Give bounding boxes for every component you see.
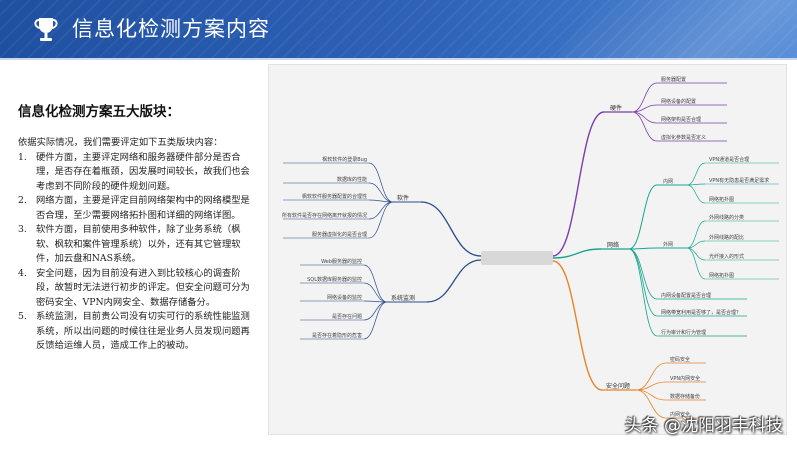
mindmap-connector — [686, 162, 706, 186]
mindmap-leaf: 网络拓扑图 — [709, 196, 734, 203]
mindmap-leaf: 光纤接入的形式 — [709, 253, 744, 260]
mindmap-image: 硬件 服务器配置网络设备的配置网络架构是否合理虚拟化参数是否定义网络 内网 VPN通道… — [268, 64, 787, 435]
mindmap-leaf: 网络设备的监控 — [327, 294, 362, 301]
item-number: 2. — [18, 195, 27, 206]
mindmap-leaf: 网络带宽利用是否够了，是否合理？ — [661, 309, 741, 316]
mindmap-connector — [628, 248, 658, 337]
mindmap-connector — [631, 111, 658, 142]
mindmap-connector — [635, 389, 667, 419]
item-number: 5. — [18, 311, 27, 322]
mindmap-connector — [635, 381, 667, 391]
header-divider — [0, 58, 797, 60]
item-list: 1. 硬件方面，主要评定网络和服务器硬件部分是否合理，是否存在着瓶颈，因发展时间较… — [18, 151, 256, 354]
mindmap-leaf: 数据存储备份 — [670, 393, 700, 400]
mindmap-leaf: 外网线路的配比 — [709, 234, 744, 241]
page-title: 信息化检测方案内容 — [72, 17, 270, 41]
mindmap-connector — [635, 389, 667, 401]
mindmap-leaf: 密码安全 — [670, 356, 690, 363]
mindmap-connector — [628, 248, 658, 317]
mindmap-connector — [686, 247, 706, 261]
mindmap-connector — [628, 184, 658, 250]
mindmap-leaf: 数据库的性能 — [337, 176, 367, 183]
branch-label: 网络 — [607, 241, 619, 249]
list-item: 1. 硬件方面，主要评定网络和服务器硬件部分是否合理，是否存在着瓶颈，因发展时间较… — [18, 151, 256, 195]
mindmap-leaf: 外网线路的分类 — [709, 214, 744, 221]
mindmap-connector — [363, 282, 388, 303]
mindmap-leaf: 行为审计和行为管理 — [661, 329, 706, 336]
mindmap-root — [481, 251, 553, 265]
mindmap-connector — [420, 201, 482, 257]
branch-label: 软件 — [397, 194, 409, 202]
mindmap-connector — [363, 301, 388, 340]
mindmap-connector — [628, 247, 658, 250]
mindmap-connector — [686, 220, 706, 249]
mindmap-connector — [631, 82, 658, 113]
mindmap-leaf: 网络设备的配置 — [661, 98, 696, 105]
mindmap-leaf: VPN通道是否合理 — [709, 156, 749, 163]
branch-label: 系统监测 — [391, 294, 415, 302]
mindmap-connector — [363, 264, 388, 303]
mindmap-connector — [686, 184, 706, 204]
item-text: 软件方面，目前使用多种软件，除了业务系统（枫软、枫软和案件管理系统）以外，还有其… — [36, 224, 241, 264]
mindmap-leaf: 内网安全 — [670, 411, 690, 418]
item-number: 4. — [18, 267, 27, 279]
mindmap-leaf: 枫软软件服务器配置的合理性 — [302, 193, 367, 200]
item-number: 1. — [18, 151, 27, 163]
list-item: 3. 软件方面，目前使用多种软件，除了业务系统（枫软、枫软和案件管理系统）以外，还… — [18, 223, 256, 267]
header-band: 信息化检测方案内容 — [0, 0, 797, 58]
mindmap-leaf: 虚拟化参数是否定义 — [661, 134, 706, 141]
mindmap-leaf: 网络拓扑图 — [709, 272, 734, 279]
intro-text: 依据实际情况，我们需要评定如下五类版块内容： — [18, 137, 223, 148]
mindmap-leaf: 是否存在问题 — [332, 313, 362, 320]
mindmap-connector — [363, 300, 388, 303]
group-label: 外网 — [663, 241, 673, 248]
content-text: 信息化检测方案五大版块： 依据实际情况，我们需要评定如下五类版块内容： 1. 硬件… — [18, 100, 256, 354]
item-text: 网络方面，主要是评定目前网络架构中的网络模型是否合理，至少需要网络拓扑图和详细的… — [36, 195, 250, 221]
branch-label: 安全问题 — [606, 382, 630, 390]
mindmap-connector — [686, 240, 706, 249]
mindmap-connector — [368, 162, 394, 203]
mindmap-connector — [363, 301, 388, 321]
watermark: 头条 @沈阳羽丰科技 — [624, 416, 783, 436]
mindmap-connector — [635, 362, 667, 391]
item-text: 硬件方面，主要评定网络和服务器硬件部分是否合理，是否存在着瓶颈，因发展时间较长，… — [36, 151, 250, 192]
mindmap-connector — [631, 104, 658, 113]
mindmap-connector — [552, 111, 605, 257]
mindmap-leaf: SQL数据库服务器的监控 — [307, 276, 362, 283]
mindmap-leaf: 是否存在着隐形的危害 — [312, 332, 362, 339]
section-title: 信息化检测方案五大版块： — [18, 104, 180, 120]
list-item: 2. 网络方面，主要是评定目前网络架构中的网络模型是否合理，至少需要网络拓扑图和详… — [18, 194, 256, 223]
mindmap-connector — [631, 111, 658, 124]
mindmap-leaf: 服务器配置 — [661, 76, 686, 83]
mindmap-leaf: 所有软件是否存在网络离开就报的情况 — [282, 212, 367, 219]
mindmap-leaf: 内网设备配置是否合理 — [661, 292, 711, 299]
mindmap-connector — [368, 201, 394, 239]
list-item: 5. 系统监测，目前贵公司没有切实可行的系统性能监测系统，所以出问题的时候往往是业… — [18, 310, 256, 354]
branch-label: 硬件 — [610, 104, 622, 112]
mindmap-connector — [368, 182, 394, 203]
list-item: 4. 安全问题，因为目前没有进入到比较核心的调查阶段，故暂时无法进行初步的评定。但… — [18, 267, 256, 311]
mindmap-leaf: VPN内网安全 — [670, 375, 700, 382]
item-number: 3. — [18, 224, 27, 235]
mindmap-connector — [686, 247, 706, 280]
mindmap-leaf: Web服务器的监控 — [321, 258, 362, 265]
mindmap-connector — [368, 201, 394, 220]
trophy-icon — [34, 18, 58, 41]
mindmap-leaf: 服务器虚拟化的是否合理 — [312, 231, 367, 238]
mindmap-leaf: VPN有无隐患是否满足需求 — [709, 177, 769, 184]
item-text: 安全问题，因为目前没有进入到比较核心的调查阶段，故暂时无法进行初步的评定。但安全… — [36, 267, 250, 308]
mindmap-connector — [426, 259, 482, 303]
item-text: 系统监测，目前贵公司没有切实可行的系统性能监测系统，所以出问题的时候往往是业务人… — [36, 311, 250, 351]
mindmap-connector — [552, 260, 603, 391]
mindmap-leaf: 枫软软件的登录Bug — [322, 156, 367, 163]
mindmap-connector — [552, 248, 602, 259]
mindmap-connector — [368, 199, 394, 203]
group-label: 内网 — [663, 178, 673, 185]
mindmap-leaf: 网络架构是否合理 — [661, 116, 701, 123]
